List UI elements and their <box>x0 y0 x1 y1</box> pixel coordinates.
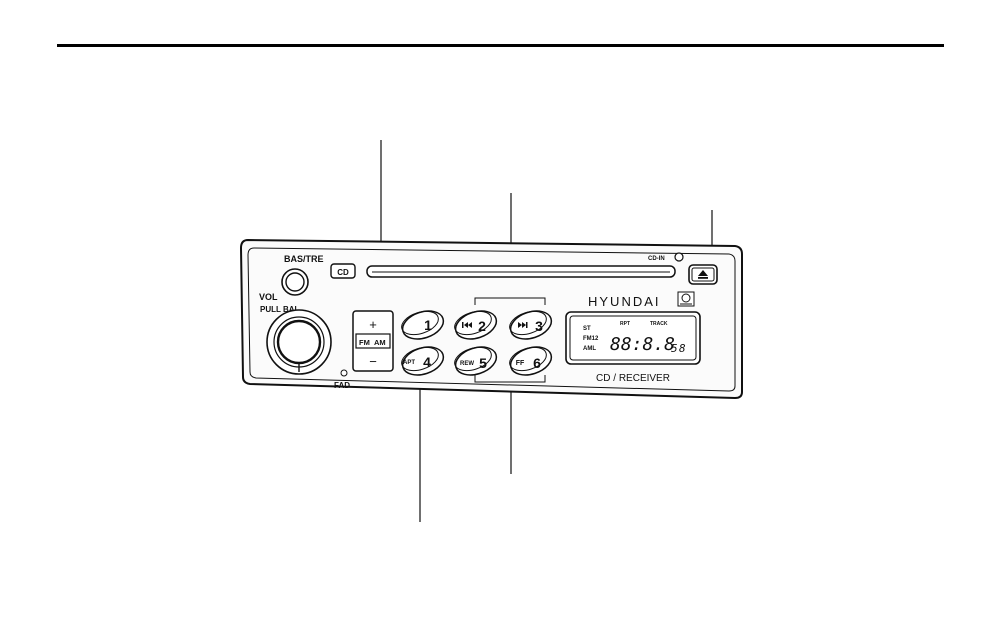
tune-rocker[interactable] <box>352 310 394 372</box>
preset-5-prefix: REW <box>460 361 474 367</box>
bas-tre-knob[interactable] <box>281 268 309 296</box>
preset-button-3[interactable]: 3 <box>507 306 555 344</box>
lcd-digits: 88:8.8 <box>610 334 675 355</box>
model-label: CD / RECEIVER <box>596 373 670 384</box>
preset-button-6[interactable]: FF 6 <box>507 342 555 380</box>
cd-in-indicator <box>674 252 684 262</box>
cd-in-label: CD-IN <box>648 256 665 262</box>
preset-button-1[interactable]: 1 <box>399 306 447 344</box>
fm-label: FM <box>359 338 370 347</box>
lcd-small-digit: 5 <box>671 342 678 355</box>
pull-bal-label: PULL BAL <box>260 305 300 314</box>
bas-tre-label: BAS/TRE <box>284 254 324 264</box>
preset-1-number: 1 <box>424 317 432 333</box>
eject-icon <box>698 270 708 279</box>
preset-2-number: 2 <box>478 318 486 334</box>
lcd-display <box>565 311 701 365</box>
cd-button[interactable]: CD <box>330 263 356 279</box>
preset-button-2[interactable]: 2 <box>452 306 500 344</box>
preset-6-number: 6 <box>533 355 541 371</box>
lcd-rpt: RPT <box>620 321 630 327</box>
preset-button-4[interactable]: APT 4 <box>399 342 447 380</box>
brand-name: HYUNDAI <box>588 294 661 309</box>
am-label: AM <box>374 338 386 347</box>
preset-4-prefix: APT <box>403 360 415 366</box>
preset-button-5[interactable]: REW 5 <box>452 342 500 380</box>
preset-5-number: 5 <box>479 355 487 371</box>
vol-label: VOL <box>259 292 278 302</box>
header-rule <box>57 44 944 47</box>
lcd-fm12: FM12 <box>583 336 599 342</box>
seek-bracket <box>474 297 546 383</box>
cd-slot[interactable] <box>366 265 676 278</box>
lcd-last-digit: 8 <box>679 342 686 355</box>
preset-6-prefix: FF <box>516 360 525 367</box>
lcd-st: ST <box>583 326 591 332</box>
tune-down-label[interactable]: − <box>369 354 377 369</box>
eject-button[interactable] <box>688 264 718 285</box>
preset-4-number: 4 <box>423 354 431 370</box>
compact-disc-logo <box>677 291 695 307</box>
skip-forward-icon <box>518 322 528 328</box>
preset-3-number: 3 <box>535 318 543 334</box>
volume-knob[interactable] <box>266 309 332 375</box>
fad-label: FAD <box>334 381 350 390</box>
cd-button-label: CD <box>337 268 349 277</box>
fad-indicator <box>340 369 348 377</box>
tune-up-label[interactable]: + <box>369 317 377 332</box>
lcd-track: TRACK <box>650 321 668 327</box>
skip-back-icon <box>462 322 472 328</box>
lcd-aml: AML <box>583 346 596 352</box>
